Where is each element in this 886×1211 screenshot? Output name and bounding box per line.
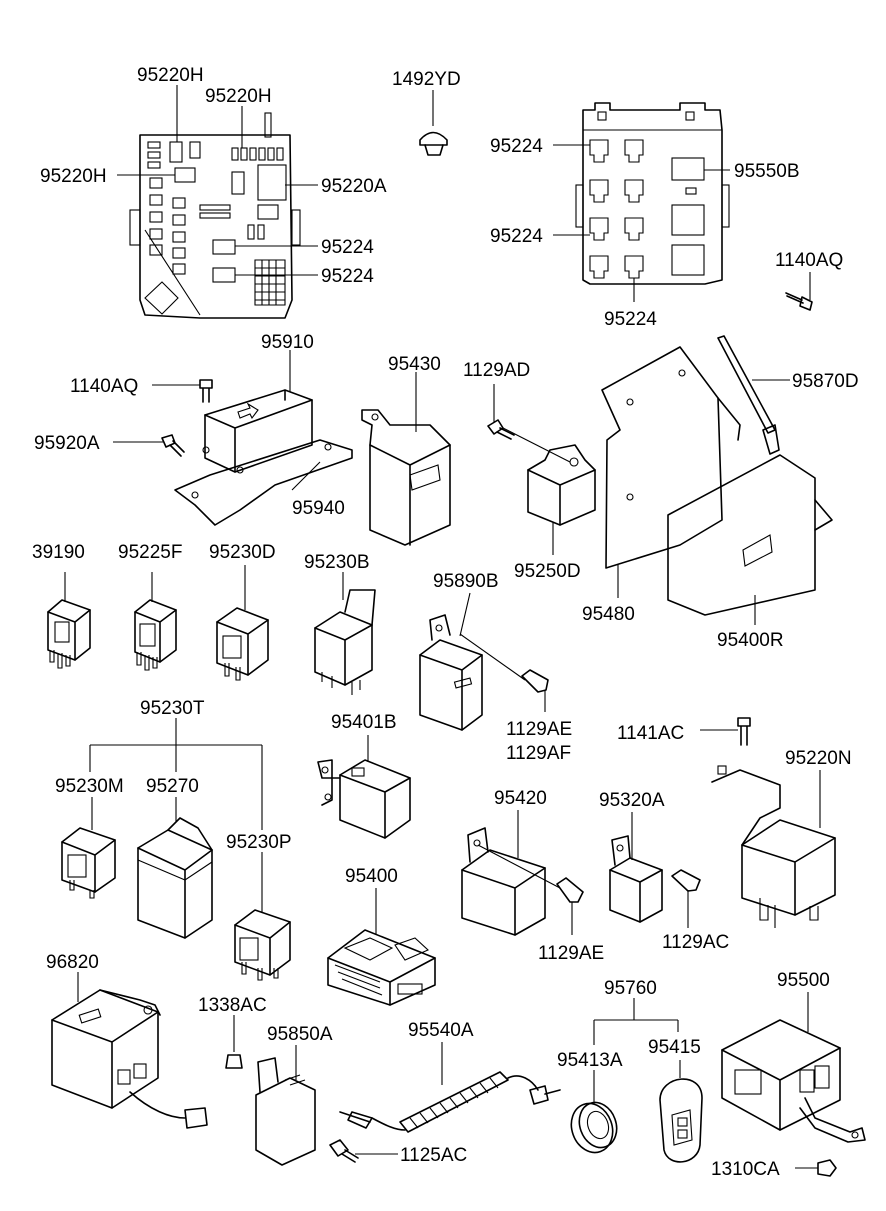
module-95910 bbox=[174, 350, 353, 526]
label-95430: 95430 bbox=[388, 354, 441, 375]
grommet-1492YD bbox=[419, 90, 448, 156]
label-95230P: 95230P bbox=[226, 832, 292, 853]
relay-set-95230T bbox=[89, 718, 263, 830]
module-95850A bbox=[255, 1045, 316, 1166]
screw-1129AE-95420 bbox=[556, 877, 584, 935]
relay-95225F bbox=[134, 572, 177, 671]
label-95320A: 95320A bbox=[599, 790, 665, 811]
label-1129AC: 1129AC bbox=[662, 932, 729, 953]
label-1129AE-upper: 1129AE bbox=[506, 719, 572, 740]
relay-95230B bbox=[314, 572, 376, 695]
label-95500: 95500 bbox=[777, 970, 830, 991]
label-95224-fb-lower: 95224 bbox=[490, 226, 543, 247]
label-95940: 95940 bbox=[292, 498, 345, 519]
label-39190: 39190 bbox=[32, 542, 85, 563]
relay-95230M bbox=[61, 797, 116, 899]
nut-1338AC bbox=[225, 1015, 243, 1069]
label-95540A: 95540A bbox=[408, 1020, 474, 1041]
label-95230M: 95230M bbox=[55, 776, 124, 797]
label-95890B: 95890B bbox=[433, 571, 499, 592]
module-95400 bbox=[327, 888, 436, 1006]
label-95224-fb-bottom: 95224 bbox=[604, 309, 657, 330]
label-95230D: 95230D bbox=[209, 542, 276, 563]
remote-95415 bbox=[659, 1060, 703, 1163]
module-95430 bbox=[361, 372, 451, 546]
screw-1125AC bbox=[329, 1139, 398, 1163]
label-95413A: 95413A bbox=[557, 1050, 623, 1071]
screw-1129AD bbox=[487, 384, 515, 440]
module-95890B bbox=[419, 592, 526, 731]
label-95760: 95760 bbox=[604, 978, 657, 999]
label-95870D: 95870D bbox=[792, 371, 859, 392]
label-1141AC: 1141AC bbox=[617, 723, 684, 744]
label-1125AC: 1125AC bbox=[400, 1145, 467, 1166]
label-1310CA: 1310CA bbox=[711, 1159, 780, 1180]
module-95420 bbox=[461, 810, 561, 936]
bolt-1141AC bbox=[700, 717, 751, 746]
module-95220N bbox=[711, 765, 836, 928]
module-96820 bbox=[51, 972, 208, 1129]
label-95270: 95270 bbox=[146, 776, 199, 797]
screw-1129AE-95890B bbox=[521, 669, 549, 712]
label-1129AD: 1129AD bbox=[463, 360, 530, 381]
label-95920A: 95920A bbox=[34, 433, 100, 454]
label-95220N: 95220N bbox=[785, 748, 852, 769]
label-95420: 95420 bbox=[494, 788, 547, 809]
module-95401B bbox=[317, 735, 411, 839]
antenna-95870D bbox=[717, 335, 790, 455]
relay-95270 bbox=[137, 797, 213, 939]
label-95480: 95480 bbox=[582, 604, 635, 625]
relay-39190 bbox=[47, 572, 91, 669]
label-95415: 95415 bbox=[648, 1037, 701, 1058]
ring-95413A bbox=[570, 1070, 618, 1154]
label-95401B: 95401B bbox=[331, 712, 397, 733]
label-95220H-top: 95220H bbox=[137, 65, 204, 86]
relay-95250D bbox=[502, 427, 596, 555]
label-95225F: 95225F bbox=[118, 542, 182, 563]
fuse-box-95224 bbox=[553, 102, 730, 302]
label-95224-fb-upper: 95224 bbox=[490, 136, 543, 157]
label-1140AQ-left: 1140AQ bbox=[70, 376, 138, 397]
label-96820: 96820 bbox=[46, 952, 99, 973]
screw-1129AC bbox=[671, 869, 701, 928]
label-95230T: 95230T bbox=[140, 698, 205, 719]
label-95220H-mid: 95220H bbox=[205, 86, 272, 107]
label-1129AF: 1129AF bbox=[506, 743, 571, 764]
label-95220A: 95220A bbox=[321, 176, 387, 197]
label-95224-jb-upper: 95224 bbox=[321, 237, 374, 258]
bolt-95920A bbox=[113, 434, 185, 457]
label-1129AE-lower: 1129AE bbox=[538, 943, 604, 964]
bolt-1140AQ-left bbox=[152, 379, 213, 403]
label-1140AQ-right: 1140AQ bbox=[775, 250, 843, 271]
nut-1310CA bbox=[795, 1159, 837, 1177]
part-labels: 95220H 95220H 95220H 95220A 95224 95224 … bbox=[32, 65, 859, 1180]
module-95320A bbox=[609, 812, 663, 923]
label-95224-jb-lower: 95224 bbox=[321, 266, 374, 287]
label-1492YD: 1492YD bbox=[392, 69, 461, 90]
label-1338AC: 1338AC bbox=[198, 995, 267, 1016]
cable-95540A bbox=[339, 1042, 561, 1133]
bolt-1140AQ-right bbox=[785, 272, 813, 311]
relay-95230D bbox=[216, 565, 269, 681]
relay-95230P bbox=[234, 852, 291, 981]
ecu-95400R bbox=[667, 454, 833, 625]
label-95400R: 95400R bbox=[717, 630, 784, 651]
label-95230B: 95230B bbox=[304, 552, 370, 573]
label-95550B: 95550B bbox=[734, 161, 800, 182]
label-95850A: 95850A bbox=[267, 1024, 333, 1045]
remote-set-95760 bbox=[593, 998, 679, 1045]
label-95250D: 95250D bbox=[514, 561, 581, 582]
junction-box-95220 bbox=[117, 85, 318, 319]
module-95500 bbox=[721, 992, 866, 1143]
label-95910: 95910 bbox=[261, 332, 314, 353]
label-95400: 95400 bbox=[345, 866, 398, 887]
label-95220H-left: 95220H bbox=[40, 166, 107, 187]
bracket-95480 bbox=[601, 346, 741, 598]
